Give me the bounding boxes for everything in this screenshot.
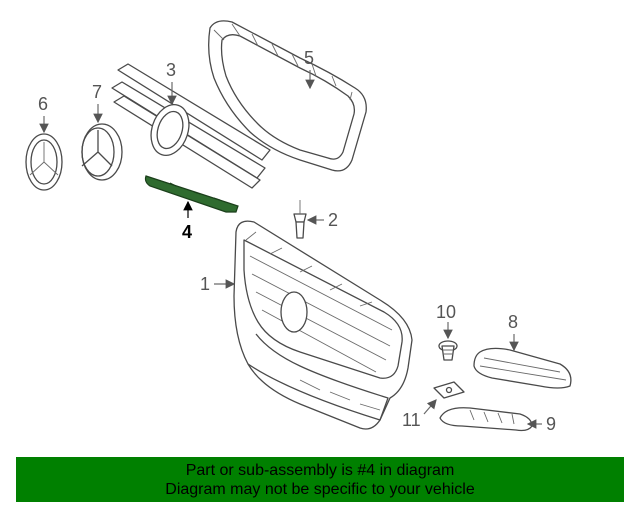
banner-line-2: Diagram may not be specific to your vehi…	[165, 481, 475, 498]
callout-1: 1	[200, 274, 236, 294]
callout-4: 4	[182, 200, 193, 242]
svg-text:7: 7	[92, 82, 102, 102]
callout-8: 8	[508, 312, 519, 352]
callout-9: 9	[526, 414, 556, 434]
callout-6: 6	[38, 94, 49, 134]
part-3-upper-grille	[111, 63, 271, 189]
callout-10: 10	[436, 302, 456, 340]
banner-line-1: Part or sub-assembly is #4 in diagram	[185, 462, 455, 479]
part-8-lamp-cover	[473, 347, 572, 389]
part-4-bracket-highlighted	[144, 175, 239, 213]
svg-text:1: 1	[200, 274, 210, 294]
svg-text:8: 8	[508, 312, 518, 332]
svg-text:11: 11	[402, 410, 421, 430]
part-11-small-bracket	[433, 381, 465, 399]
callout-5: 5	[304, 48, 315, 90]
diagram-notice-banner: Part or sub-assembly is #4 in diagram Di…	[16, 457, 624, 502]
part-5-grille-frame	[208, 20, 367, 172]
svg-text:9: 9	[546, 414, 556, 434]
callout-2: 2	[306, 210, 338, 230]
svg-text:4: 4	[182, 222, 192, 242]
part-6-emblem	[25, 133, 63, 191]
svg-text:2: 2	[328, 210, 338, 230]
svg-text:5: 5	[304, 48, 314, 68]
callout-11: 11	[402, 399, 437, 430]
svg-text:3: 3	[166, 60, 176, 80]
svg-text:10: 10	[436, 302, 456, 322]
part-2-clip	[293, 200, 307, 239]
svg-text:6: 6	[38, 94, 48, 114]
parts-diagram: 1 2 3 4 5 6 7 8 9 10 11	[25, 20, 572, 434]
callout-3: 3	[166, 60, 177, 106]
callout-7: 7	[92, 82, 103, 124]
part-1-main-grille	[233, 220, 413, 430]
part-10-screw	[438, 340, 458, 361]
part-7-star-emblem	[81, 123, 123, 181]
part-9-lower-trim	[439, 407, 533, 432]
